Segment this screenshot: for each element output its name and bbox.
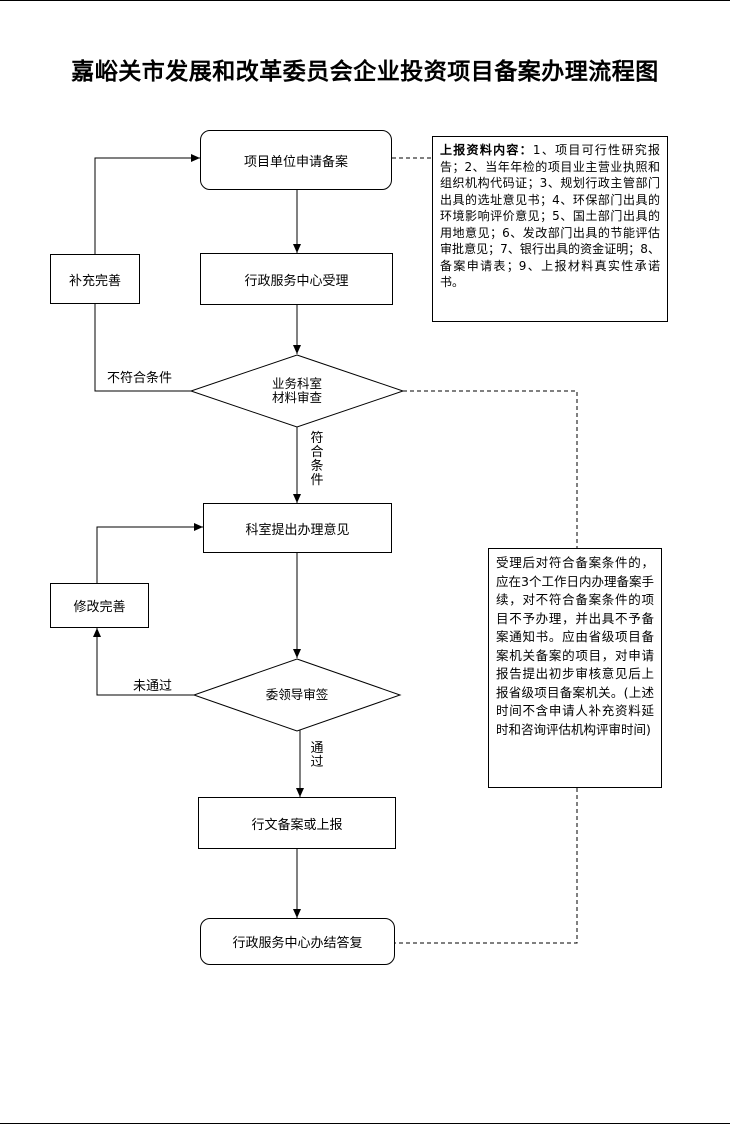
line-review-to-supplement (94, 304, 191, 392)
node-revise: 修改完善 (50, 583, 149, 628)
qualified-char-4: 件 (310, 473, 324, 488)
qualified-char-2: 合 (310, 445, 324, 460)
arrow-revise-to-opinion (96, 523, 203, 583)
diamond-review (189, 354, 405, 428)
edge-label-not-passed: 未通过 (133, 679, 173, 694)
note-materials-body: 1、项目可行性研究报告；2、当年年检的项目业主营业执照和组织机构代码证；3、规划… (440, 143, 660, 289)
page-title: 嘉峪关市发展和改革委员会企业投资项目备案办理流程图 (71, 58, 659, 85)
note-timing: 受理后对符合备案条件的，应在3个工作日内办理备案手续，对不符合备案条件的项目不予… (488, 548, 662, 788)
passed-char-2: 过 (310, 755, 324, 770)
note-materials-heading: 上报资料内容： (440, 143, 533, 157)
review-line2: 材料审查 (271, 390, 322, 405)
arrow-committee-to-revise (93, 628, 194, 696)
bottom-border (0, 1123, 730, 1124)
node-supplement: 补充完善 (50, 254, 140, 304)
dash-note-to-reply (395, 788, 578, 944)
qualified-char-1: 符 (310, 431, 324, 446)
edge-label-passed: 通 过 (310, 742, 324, 770)
edge-label-not-qualified: 不符合条件 (107, 371, 173, 386)
node-accept: 行政服务中心受理 (200, 253, 393, 305)
node-opinion: 科室提出办理意见 (203, 503, 392, 553)
node-apply: 项目单位申请备案 (200, 130, 392, 190)
passed-char-1: 通 (310, 741, 324, 756)
diamond-committee (192, 658, 402, 732)
dash-review-to-note (403, 390, 578, 548)
node-report: 行文备案或上报 (198, 797, 396, 849)
node-reply: 行政服务中心办结答复 (200, 918, 395, 965)
note-materials: 上报资料内容：1、项目可行性研究报告；2、当年年检的项目业主营业执照和组织机构代… (432, 136, 668, 322)
review-line1: 业务科室 (271, 376, 322, 391)
arrow-supplement-to-apply (94, 154, 200, 254)
node-committee: 委领导审签 (265, 687, 329, 702)
node-review-label: 业务科室 材料审查 (247, 377, 347, 405)
edge-label-qualified: 符 合 条 件 (310, 432, 324, 488)
top-border (0, 0, 730, 1)
qualified-char-3: 条 (310, 459, 324, 474)
